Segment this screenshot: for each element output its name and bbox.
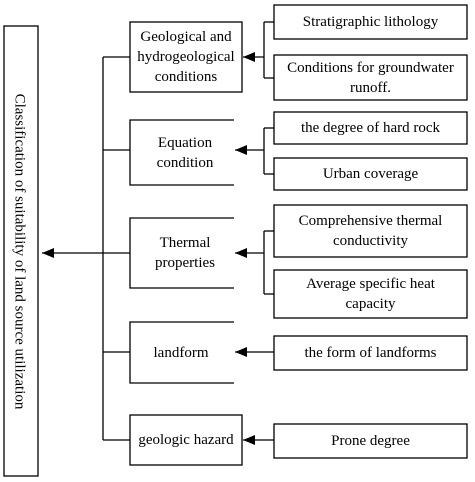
factor-label-4-1: the form of landforms bbox=[304, 345, 437, 361]
factor-box-5-1 bbox=[273, 423, 468, 459]
root-label: Classification of suitability of land so… bbox=[2, 26, 36, 476]
category-label-5: geologic hazard bbox=[138, 432, 234, 448]
factor-label-3-2: Average specific heat capacity bbox=[306, 276, 435, 312]
category-label-1: Geological and hydrogeological condition… bbox=[137, 29, 235, 85]
category-label-3: Thermal properties bbox=[155, 235, 215, 271]
factor-label-2-2: Urban coverage bbox=[322, 166, 419, 182]
category-label-2: Equation condition bbox=[156, 134, 214, 171]
category-box-2 bbox=[129, 119, 234, 186]
category-box-5 bbox=[129, 414, 243, 466]
category-box-1 bbox=[129, 21, 243, 93]
factor-label-5-1: Prone degree bbox=[331, 433, 410, 449]
root-label-text: Classification of suitability of land so… bbox=[11, 93, 28, 409]
factor-label-3-1: Comprehensive thermal conductivity bbox=[298, 213, 443, 249]
factor-label-1-2: Conditions for groundwater runoff. bbox=[287, 59, 454, 96]
factor-label-1-1: Stratigraphic lithology bbox=[302, 14, 439, 30]
factor-box-4-1 bbox=[273, 335, 468, 371]
category-label-4: landform bbox=[153, 344, 209, 361]
root-box bbox=[3, 25, 39, 477]
category-box-4 bbox=[129, 321, 234, 384]
category-box-3 bbox=[129, 217, 234, 289]
factor-label-2-1: the degree of hard rock bbox=[300, 120, 441, 136]
